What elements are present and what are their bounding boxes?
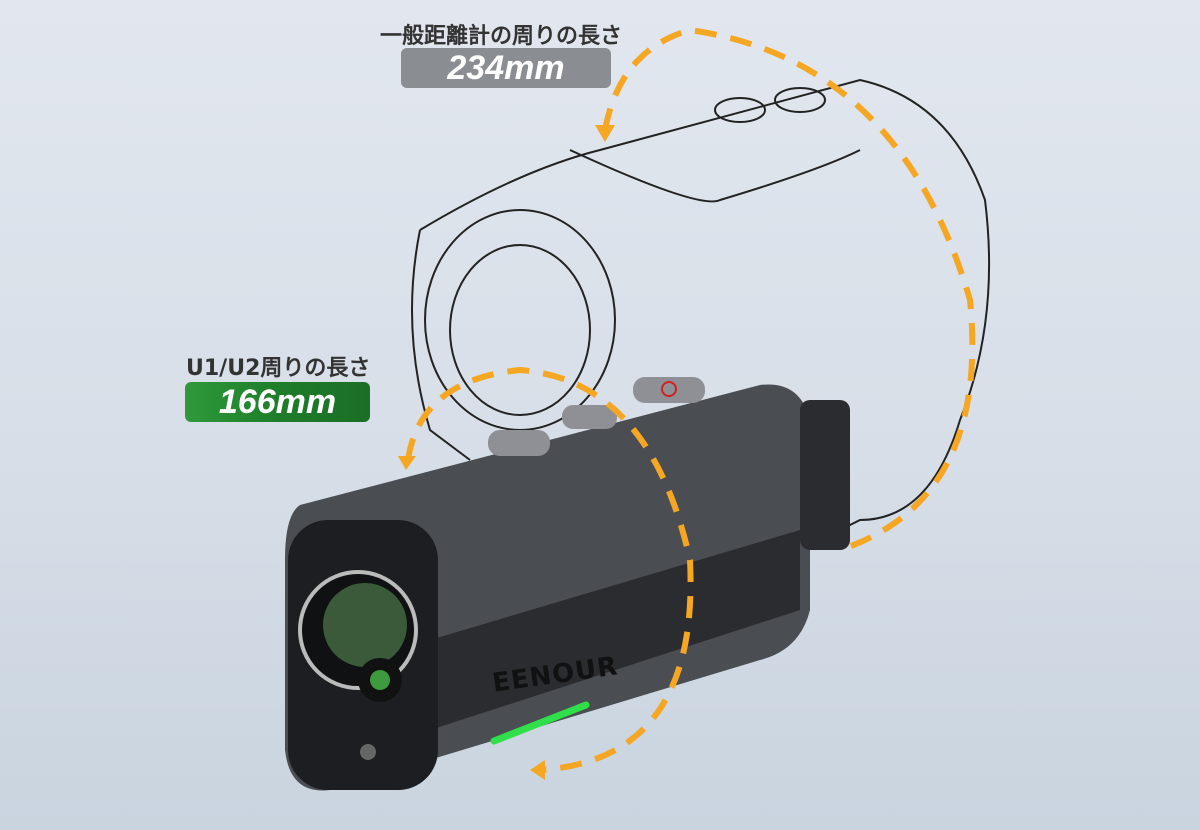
device-body (285, 377, 850, 791)
general-circumference-value: 234mm (401, 48, 611, 88)
general-circumference-label: 一般距離計の周りの長さ (380, 24, 623, 49)
product-circumference-value: 166mm (185, 382, 370, 422)
product-circumference-label: U1/U2周りの長さ (186, 356, 371, 381)
circumference-arrows (405, 26, 976, 773)
generic-rangefinder-outline (411, 78, 991, 531)
